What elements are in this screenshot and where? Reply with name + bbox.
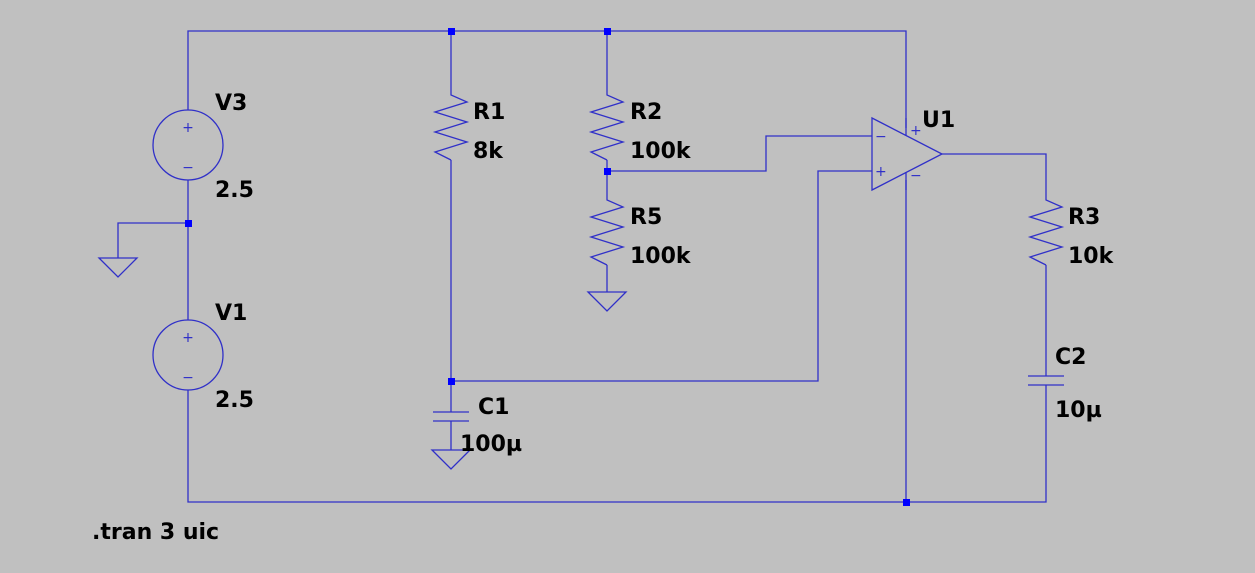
v3-plus-sign: + (182, 120, 194, 136)
v3-name-label: V3 (215, 91, 247, 116)
capacitor-c1[interactable] (433, 405, 469, 423)
c1-name-label: C1 (478, 395, 509, 420)
wire-divider-inv[interactable] (607, 135, 872, 172)
c1-value-label: 100µ (460, 432, 522, 457)
c2-value-label: 10µ (1055, 398, 1102, 423)
ground-icon-left (97, 257, 139, 278)
r1-name-label: R1 (473, 100, 505, 125)
r3-value-label: 10k (1068, 244, 1115, 269)
v3-minus-sign: − (182, 160, 194, 176)
capacitor-c2[interactable] (1028, 375, 1064, 393)
resistor-r3[interactable] (1027, 195, 1065, 266)
wires (117, 30, 1047, 503)
r3-name-label: R3 (1068, 205, 1100, 230)
ground-icon-r5 (586, 291, 628, 312)
v1-minus-sign: − (182, 370, 194, 386)
u1-vneg-pin-sign: − (910, 168, 922, 184)
junction-dot (604, 168, 611, 175)
wire-top-rail[interactable] (187, 30, 907, 128)
junction-dot (604, 28, 611, 35)
r1-value-label: 8k (473, 139, 504, 164)
u1-name-label: U1 (922, 108, 955, 133)
v1-plus-sign: + (182, 330, 194, 346)
r5-value-label: 100k (630, 244, 692, 269)
c2-name-label: C2 (1055, 345, 1086, 370)
junction-dot (903, 499, 910, 506)
junctions (185, 28, 910, 506)
v1-value-label: 2.5 (215, 388, 254, 413)
u1-noninv-pin-sign: + (875, 164, 887, 180)
u1-inv-pin-sign: − (875, 129, 887, 145)
spice-directive[interactable]: .tran 3 uic (92, 520, 219, 545)
resistor-r1[interactable] (432, 90, 470, 161)
v3-value-label: 2.5 (215, 178, 254, 203)
wire-gnd-left[interactable] (117, 222, 188, 258)
ground-icon-c1 (430, 449, 472, 470)
r2-name-label: R2 (630, 100, 662, 125)
junction-dot (448, 28, 455, 35)
voltage-source-v3[interactable]: + − (152, 109, 224, 181)
wire-bottom-rail[interactable] (187, 390, 1047, 503)
wire-cap-noninv[interactable] (451, 170, 872, 382)
resistor-r2[interactable] (588, 90, 626, 161)
voltage-source-v1[interactable]: + − (152, 319, 224, 391)
junction-dot (448, 378, 455, 385)
r2-value-label: 100k (630, 139, 692, 164)
opamp-u1[interactable]: − + + − (871, 116, 944, 192)
u1-vpos-pin-sign: + (910, 123, 922, 139)
junction-dot (185, 220, 192, 227)
r5-name-label: R5 (630, 205, 662, 230)
v1-name-label: V1 (215, 301, 247, 326)
resistor-r5[interactable] (588, 195, 626, 266)
wire-out[interactable] (942, 153, 1047, 195)
